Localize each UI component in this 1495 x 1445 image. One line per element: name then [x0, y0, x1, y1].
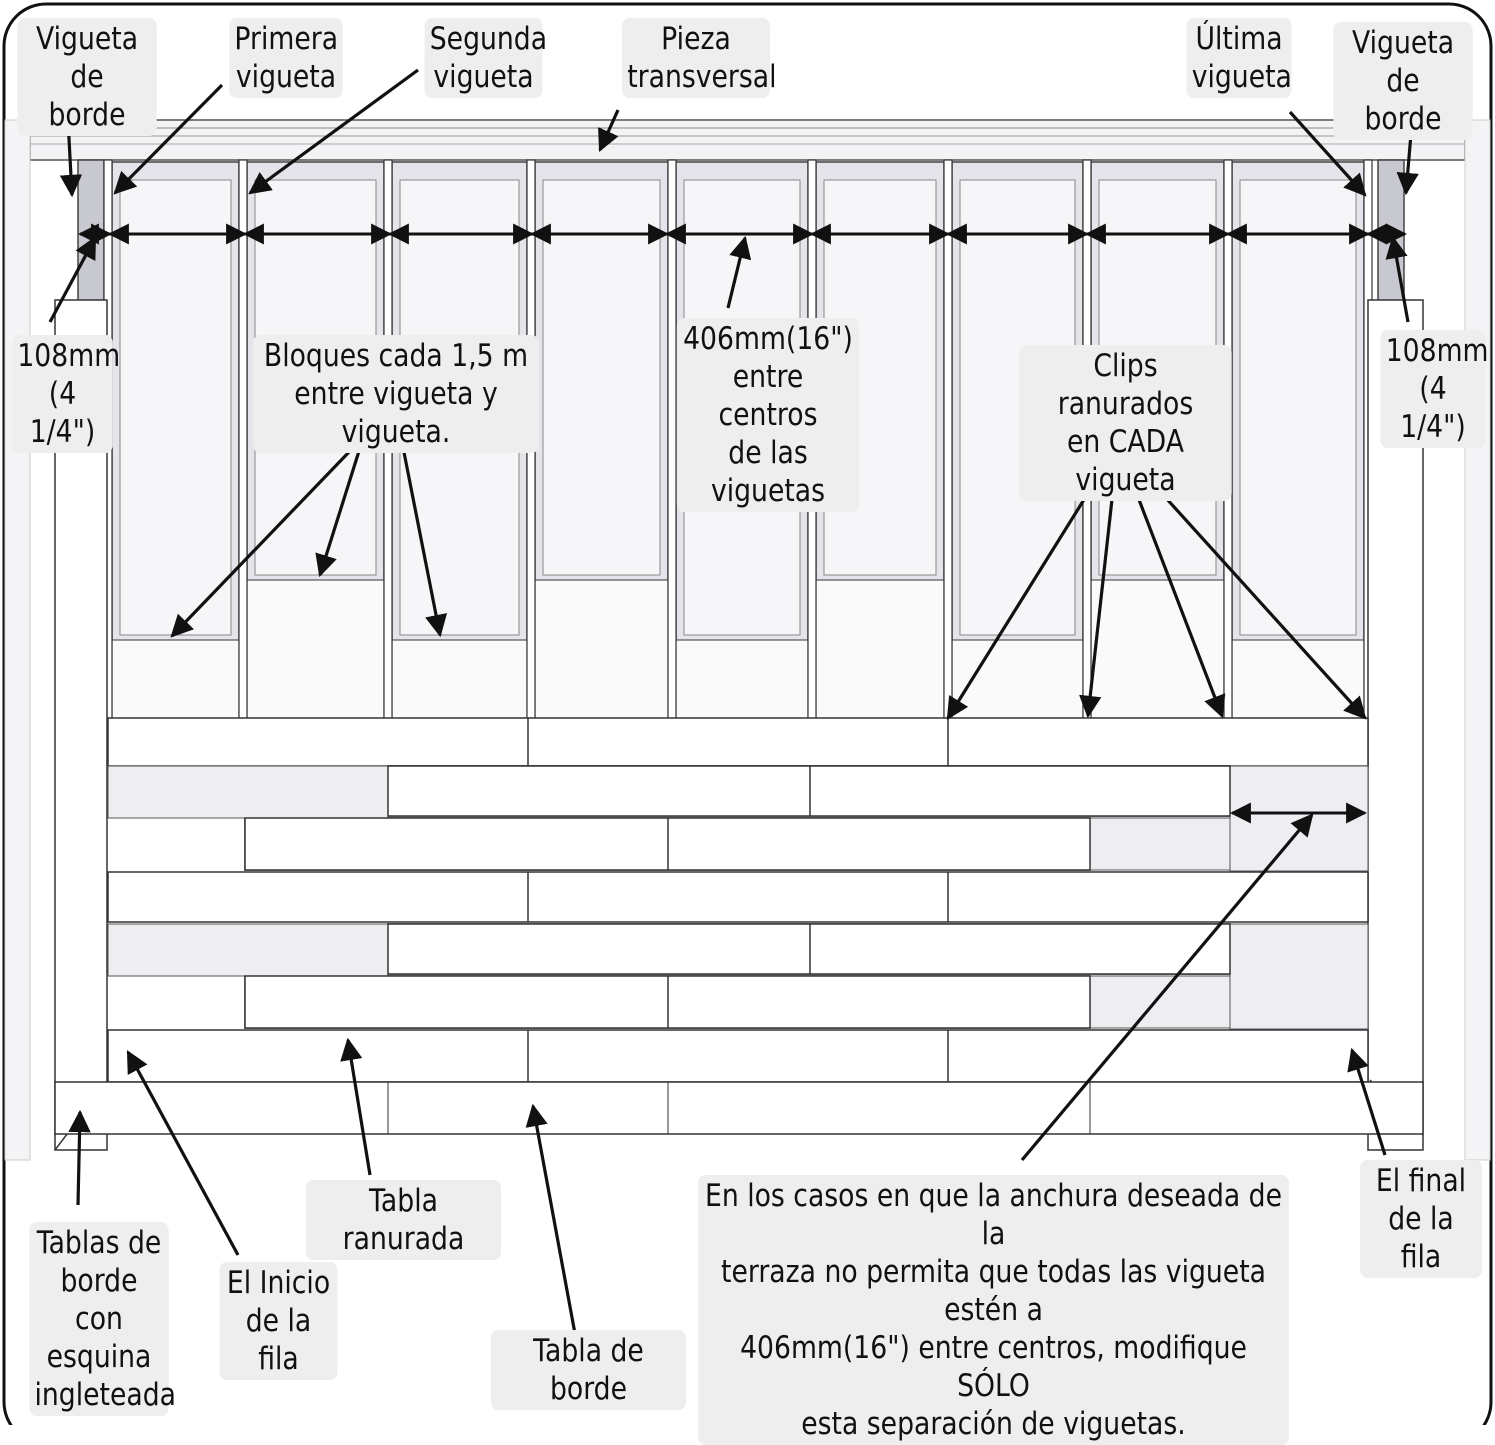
- deck-gap: [1229, 923, 1369, 1030]
- deck-board: [387, 765, 1231, 817]
- block: [246, 579, 385, 721]
- callout-arrow: [340, 1037, 372, 1176]
- bottom-edge-board: [54, 1081, 1424, 1135]
- label-second-joist: Segunda vigueta: [424, 18, 547, 98]
- block: [1090, 579, 1225, 721]
- label-offset-left: 108mm (4 1/4"): [12, 335, 120, 453]
- label-joist-spacing: 406mm(16") entre centros de las viguetas: [676, 318, 860, 512]
- label-grooved-board: Tabla ranurada: [305, 1180, 502, 1260]
- deck-gap: [1089, 975, 1231, 1029]
- label-offset-right: 108mm (4 1/4"): [1380, 330, 1489, 448]
- callout-arrow: [248, 68, 419, 195]
- callout-arrow: [126, 1050, 240, 1256]
- label-rim-joist-left: Vigueta de borde: [17, 18, 157, 136]
- callout-arrows: [48, 68, 1419, 1351]
- joist: [667, 159, 677, 721]
- label-cross-piece: Pieza transversal: [622, 18, 777, 98]
- label-clips: Clips ranurados en CADA vigueta: [1019, 345, 1232, 501]
- label-edge-board: Tabla de borde: [490, 1330, 687, 1410]
- bay-panel: [119, 179, 232, 636]
- deck-gap: [107, 923, 389, 977]
- label-blocks: Bloques cada 1,5 m entre vigueta y vigue…: [253, 335, 539, 453]
- callout-arrow: [1347, 1047, 1387, 1156]
- callout-arrow: [1385, 235, 1410, 323]
- callout-arrow: [598, 109, 620, 153]
- label-first-joist: Primera vigueta: [229, 18, 343, 98]
- label-rim-joist-right: Vigueta de borde: [1333, 22, 1473, 140]
- callout-arrow: [48, 236, 97, 323]
- deck-board: [107, 1029, 1369, 1083]
- joist: [943, 159, 953, 721]
- callout-arrow: [726, 235, 752, 309]
- callout-arrow: [315, 431, 367, 578]
- callout-arrow: [113, 83, 224, 195]
- cross-piece: [4, 119, 1491, 1161]
- bay-panel: [1239, 179, 1357, 636]
- deck-board: [107, 717, 1369, 767]
- deck-board: [107, 871, 1369, 923]
- deck-boards: [107, 717, 1369, 1083]
- deck-board: [387, 923, 1231, 975]
- callout-arrow: [398, 431, 448, 638]
- bay-panel: [542, 179, 661, 576]
- callout-arrow: [68, 1109, 91, 1206]
- callout-arrow: [1288, 110, 1367, 197]
- deck-gap: [1229, 765, 1369, 872]
- deck-gap: [1089, 817, 1231, 871]
- label-last-joist: Última vigueta: [1186, 18, 1292, 98]
- block: [111, 639, 240, 721]
- joist-spacing-dimensions: [77, 223, 1408, 824]
- callout-arrow: [170, 423, 377, 638]
- block: [675, 639, 809, 721]
- block: [391, 639, 528, 721]
- block: [1231, 639, 1365, 721]
- label-mitered-edge-boards: Tablas de borde con esquina ingleteada: [29, 1222, 176, 1416]
- block: [815, 579, 945, 721]
- label-row-start: El Inicio de la fila: [219, 1262, 338, 1380]
- callout-arrow: [1020, 813, 1314, 1162]
- label-row-end: El final de la fila: [1359, 1160, 1483, 1278]
- label-spacing-note: En los casos en que la anchura deseada d…: [698, 1175, 1289, 1445]
- block: [951, 639, 1084, 721]
- deck-gap: [107, 765, 389, 819]
- callout-arrow: [525, 1103, 580, 1351]
- block: [534, 579, 669, 721]
- joist: [238, 159, 248, 721]
